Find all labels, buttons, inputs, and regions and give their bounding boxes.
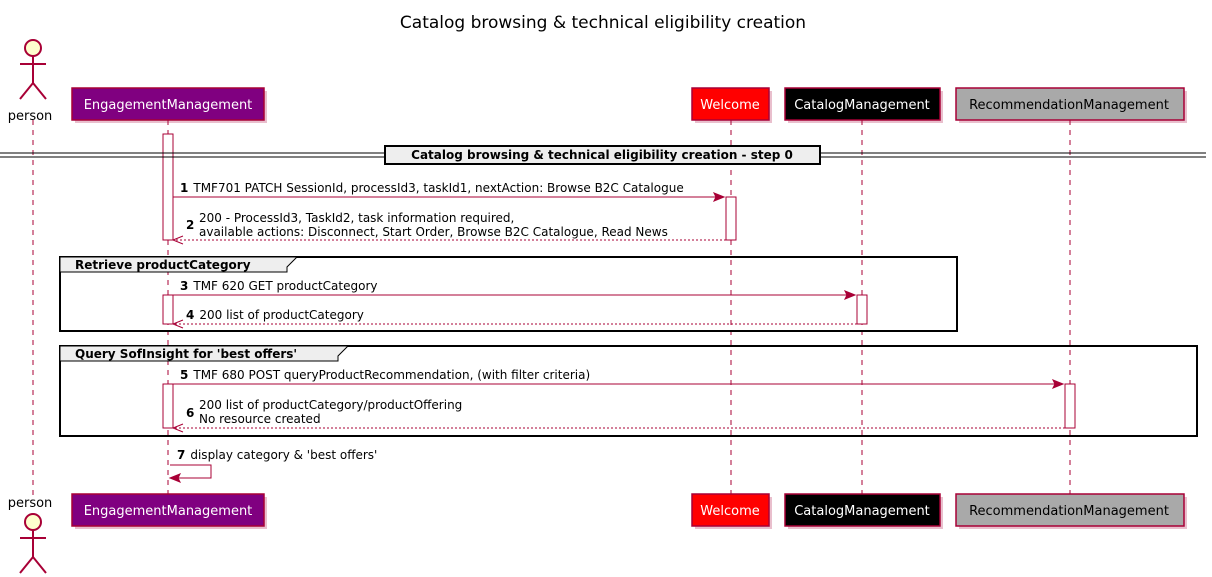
participant-label: Welcome: [700, 504, 759, 519]
participant-label: EngagementManagement: [84, 98, 253, 113]
arrow-7: [170, 464, 212, 479]
arrowhead-5: [1051, 379, 1065, 389]
participant-label: Welcome: [700, 98, 759, 113]
participants-top: EngagementManagement Welcome CatalogMana…: [71, 87, 1187, 123]
activation-welcome: [725, 196, 737, 241]
participant-welcome-top: [691, 87, 770, 121]
divider-label: Catalog browsing & technical eligibility…: [411, 148, 793, 162]
group-label: Query SofInsight for 'best offers': [75, 347, 297, 361]
activation-engagement-2: [162, 294, 174, 325]
actor-label-top: person: [8, 109, 53, 124]
arrowhead-6: [171, 423, 184, 433]
participant-label: CatalogManagement: [794, 98, 930, 113]
participant-engagement-top: [71, 87, 265, 121]
activation-recommendation: [1064, 383, 1076, 429]
participant-recommendation-top: [955, 87, 1185, 121]
activation-catalog: [856, 294, 868, 325]
participant-catalog-bottom: [784, 493, 941, 527]
participant-catalog-top: [784, 87, 941, 121]
divider: Catalog browsing & technical eligibility…: [0, 145, 1206, 165]
participant-welcome-bottom: [691, 493, 770, 527]
message-2-number: 2: [186, 218, 194, 232]
group-retrieve-productcategory: Retrieve productCategory: [59, 256, 958, 332]
actor-head-icon: [24, 39, 42, 57]
participants-bottom: EngagementManagement Welcome CatalogMana…: [71, 493, 1187, 529]
arrowhead-7: [168, 473, 182, 483]
diagram-title: Catalog browsing & technical eligibility…: [400, 13, 806, 33]
actor-top: [19, 39, 47, 100]
arrowhead-4: [171, 319, 184, 329]
arrowhead-1: [712, 192, 726, 202]
group-query-sofinsight: Query SofInsight for 'best offers': [59, 345, 1198, 437]
arrows: [168, 192, 1065, 483]
actor-head-icon: [24, 513, 42, 531]
arrowhead-2: [171, 235, 184, 245]
activation-engagement-1: [162, 133, 174, 241]
activations: [162, 133, 1076, 429]
message-2-line-1: 200 - ProcessId3, TaskId2, task informat…: [199, 211, 514, 225]
group-label: Retrieve productCategory: [75, 258, 251, 272]
participant-label: RecommendationManagement: [969, 504, 1169, 519]
participant-recommendation-bottom: [955, 493, 1185, 527]
participant-label: EngagementManagement: [84, 504, 253, 519]
message-6-line-2: No resource created: [199, 412, 321, 426]
activation-engagement-3: [162, 383, 174, 429]
participant-engagement-bottom: [71, 493, 265, 527]
message-6-number: 6: [186, 406, 194, 420]
participant-label: RecommendationManagement: [969, 98, 1169, 113]
message-6-line-1: 200 list of productCategory/productOffer…: [199, 398, 462, 412]
participant-label: CatalogManagement: [794, 504, 930, 519]
message-2-line-2: available actions: Disconnect, Start Ord…: [199, 225, 668, 239]
actor-label-bottom: person: [8, 496, 53, 511]
actor-bottom: [19, 513, 47, 574]
arrowhead-3: [843, 290, 857, 300]
